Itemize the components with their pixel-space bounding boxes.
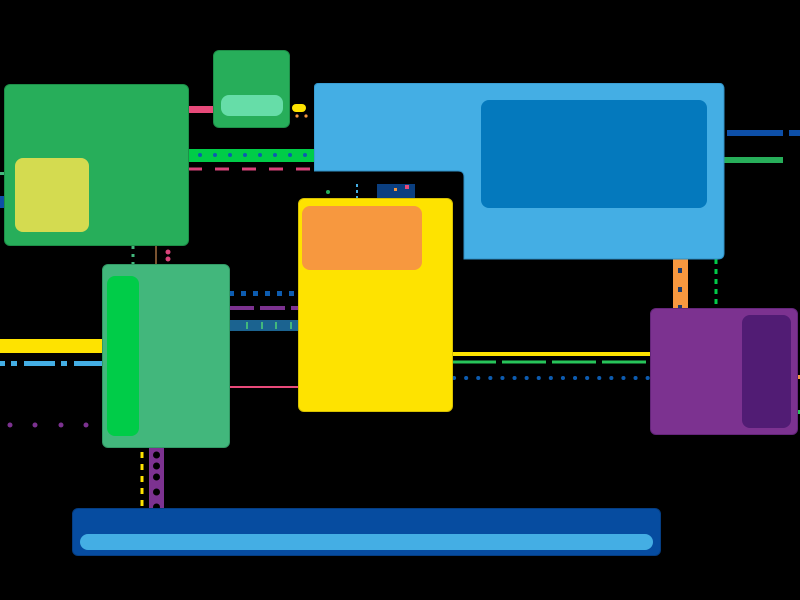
green-solid-connector xyxy=(724,157,783,163)
navy-stub xyxy=(0,196,5,208)
seagreen-panel[interactable] xyxy=(102,264,230,448)
yellow-pill xyxy=(292,104,306,112)
navy-bar[interactable] xyxy=(72,508,661,556)
green-panel-small[interactable] xyxy=(213,50,290,128)
blue-square-dotted-connector xyxy=(229,291,294,296)
lightblue-panel[interactable] xyxy=(314,83,726,261)
seagreen-panel-inner[interactable] xyxy=(107,276,139,436)
purple-panel[interactable] xyxy=(650,308,798,435)
lightblue-panel-inner[interactable] xyxy=(481,100,707,208)
green-panel-left-inner[interactable] xyxy=(15,158,89,232)
navy-dash xyxy=(789,130,800,136)
green-panel-left[interactable] xyxy=(4,84,189,246)
green-dotted-connector xyxy=(188,149,316,162)
yellow-thin-connector xyxy=(452,352,652,356)
navy-dash xyxy=(727,130,783,136)
teal-band-connector xyxy=(229,320,300,331)
orange-square xyxy=(394,188,397,191)
navy-bar-inner[interactable] xyxy=(80,534,653,550)
yellow-panel[interactable] xyxy=(298,198,453,412)
blue-dashdot-connector xyxy=(0,361,104,366)
orange-dot xyxy=(304,114,308,118)
purple-panel-inner[interactable] xyxy=(742,315,791,428)
green-connector-dots xyxy=(198,153,307,157)
purple-dotted-connector xyxy=(7,422,89,428)
pink-thin-connector xyxy=(229,386,300,388)
pink-dot xyxy=(165,256,171,262)
pink-dot xyxy=(165,249,171,255)
brown-line xyxy=(155,246,157,266)
orange-stub xyxy=(797,375,800,379)
teal-stub xyxy=(0,172,6,175)
yellow-thick-connector xyxy=(0,339,104,353)
orange-band-connector xyxy=(673,259,688,310)
teal-band-dashes xyxy=(246,322,292,329)
orange-dot xyxy=(295,114,299,118)
pink-square xyxy=(405,185,409,189)
green-stub xyxy=(797,410,800,414)
green-panel-small-inner[interactable] xyxy=(221,95,283,116)
yellow-panel-inner[interactable] xyxy=(302,206,422,270)
orange-band-holes xyxy=(678,268,682,309)
pink-connector xyxy=(188,106,214,113)
green-dot xyxy=(326,190,330,194)
